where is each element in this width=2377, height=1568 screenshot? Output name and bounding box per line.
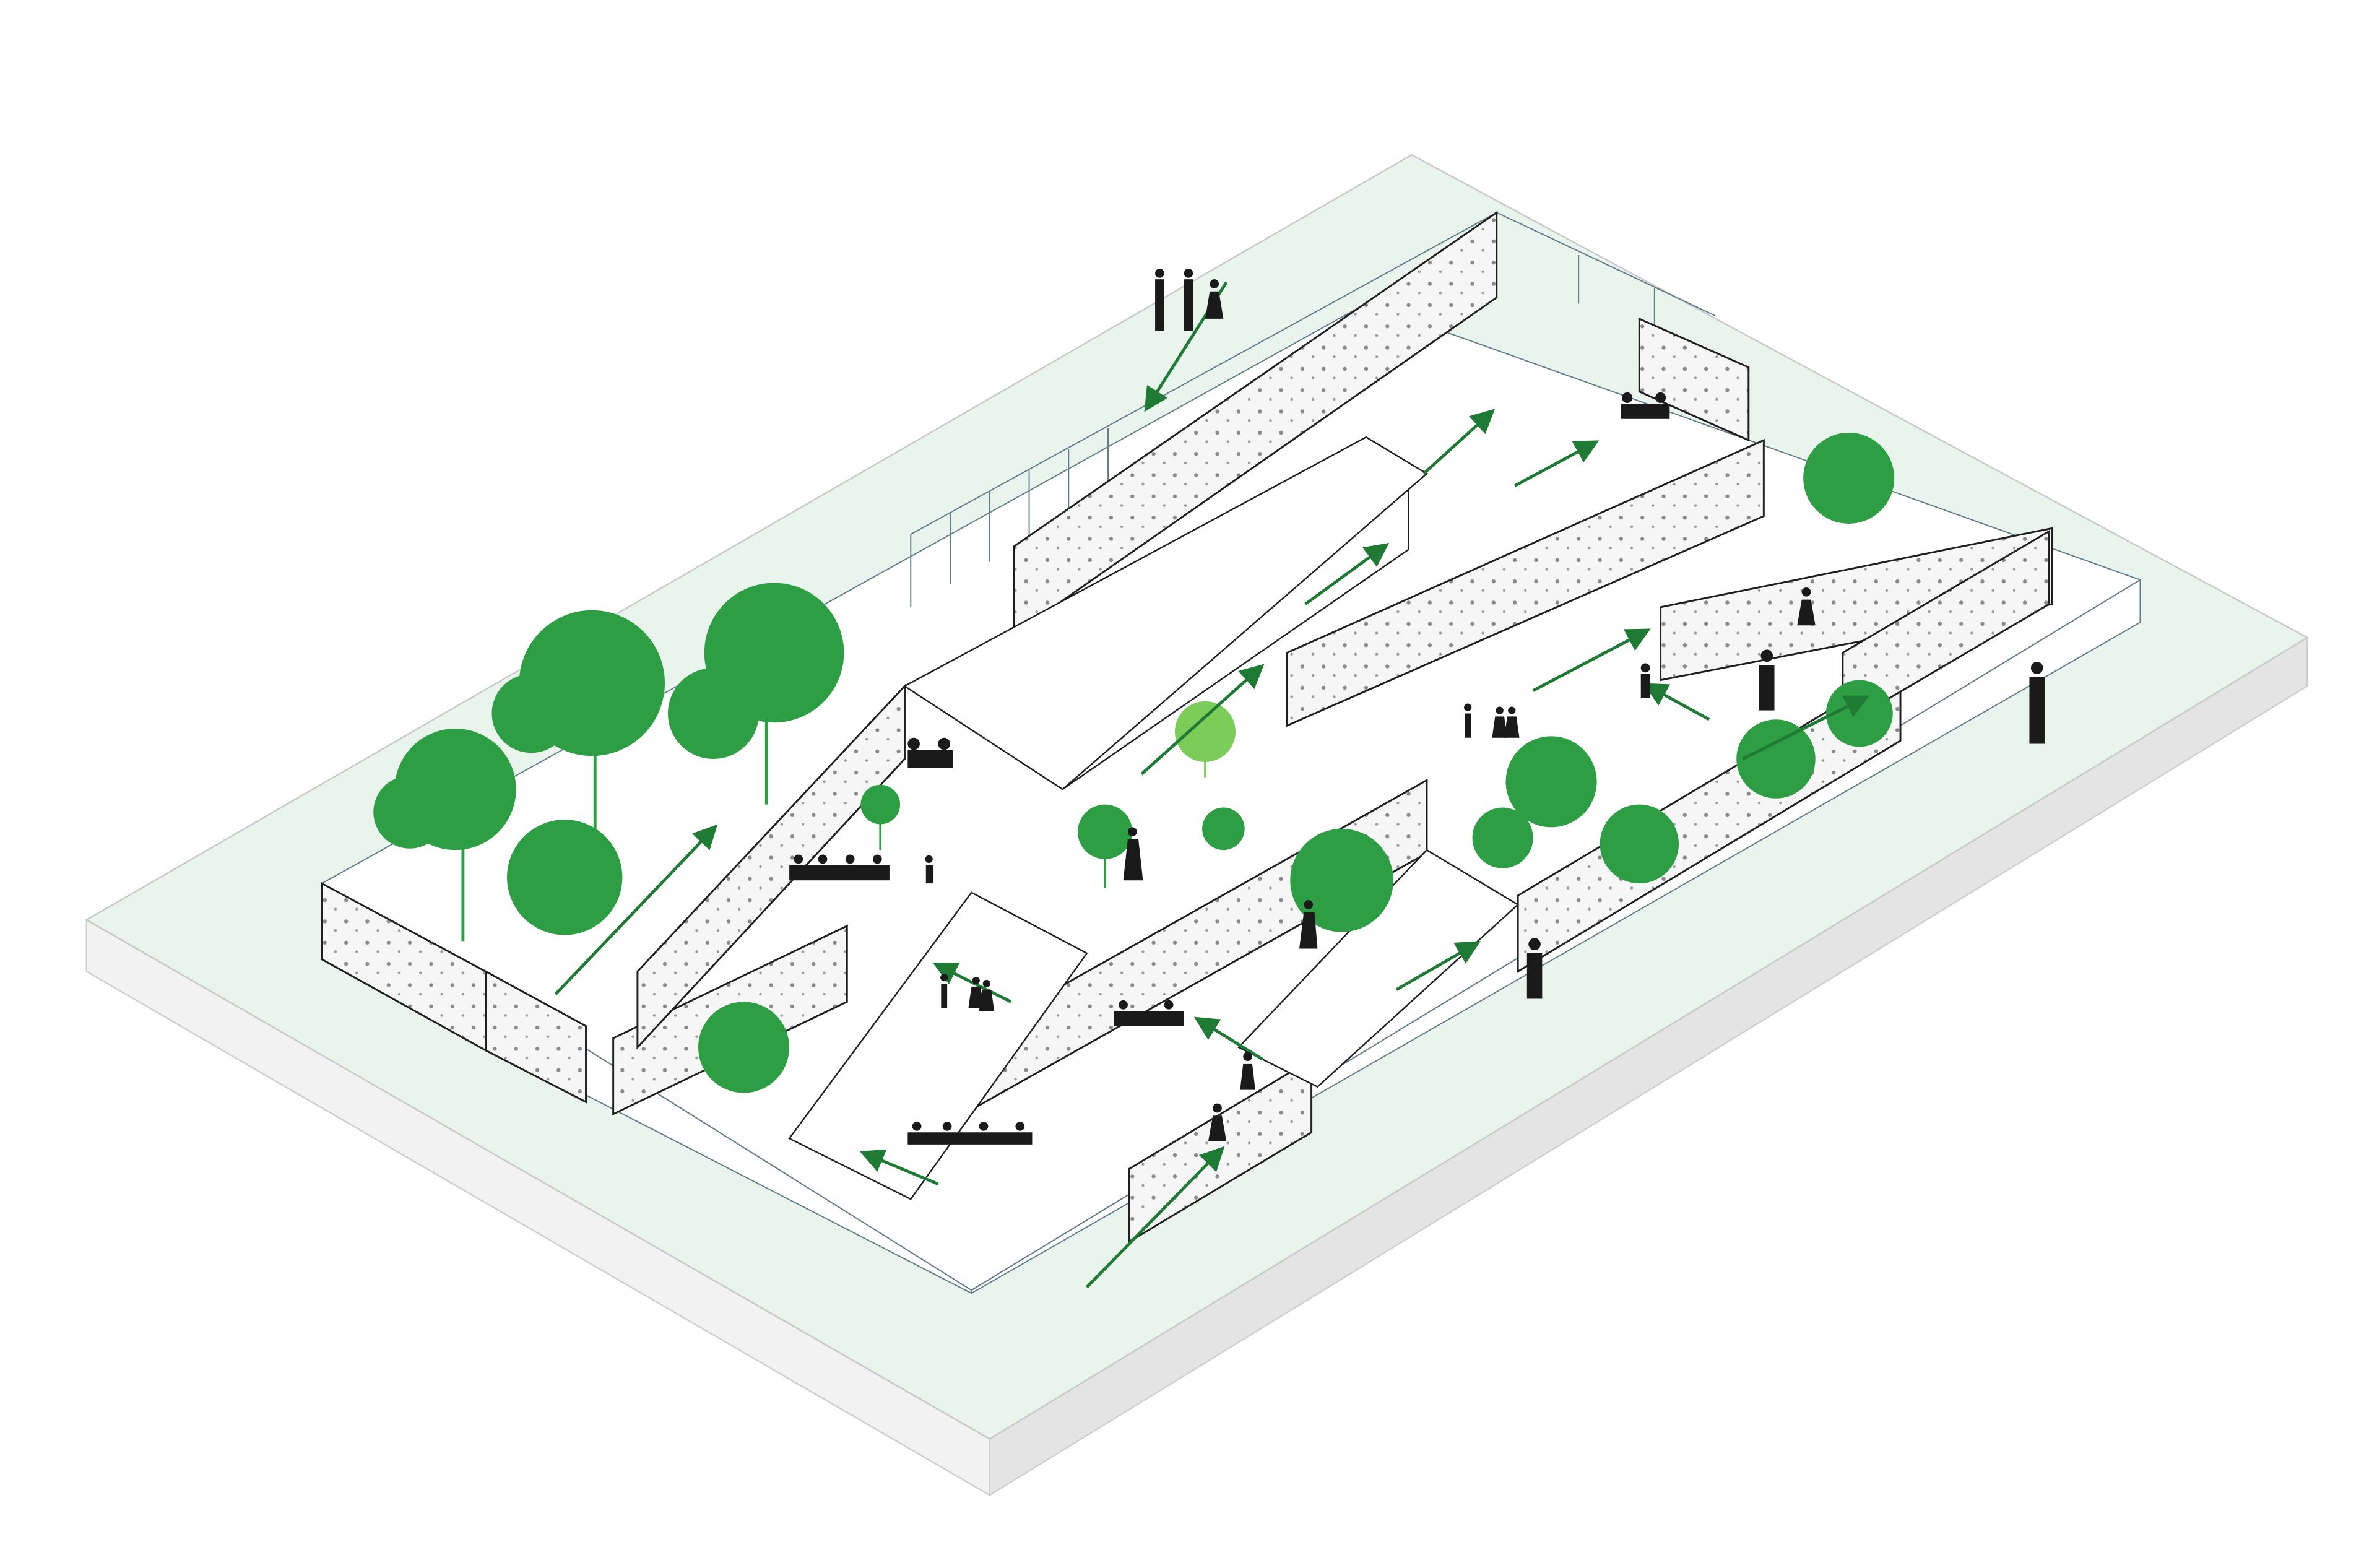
tree-icon (1736, 719, 1816, 799)
seating-group-icon (1621, 392, 1670, 419)
person-icon (1184, 269, 1193, 331)
tree-icon (1505, 736, 1597, 828)
ramp-lower (788, 891, 1088, 1200)
arrow-icon (1514, 440, 1600, 487)
person-icon (1208, 1103, 1227, 1141)
arrow-icon (1304, 542, 1390, 605)
wall-top-right (1638, 317, 1750, 442)
wall-front-left-2 (485, 969, 587, 1104)
tree-icon (1803, 432, 1895, 524)
person-icon (1155, 269, 1164, 331)
people-figures (789, 269, 2045, 1145)
arrow-icon (1395, 941, 1481, 991)
arrow-icon (1193, 1016, 1264, 1061)
wall-upper-right (1286, 438, 1765, 727)
person-icon (1504, 706, 1520, 738)
wall-right-upper (1660, 527, 2053, 682)
tree-icon (1174, 701, 1236, 778)
arrow-icon (554, 824, 718, 995)
person-icon (1492, 706, 1507, 738)
seating-group-icon (907, 1122, 1033, 1145)
arrow-icon (1532, 628, 1651, 692)
tree-icon (373, 728, 516, 942)
tree-icon (1600, 804, 1679, 884)
seating-group-icon (1114, 1000, 1184, 1026)
ramp-court-box (903, 436, 1429, 790)
tree-icon (491, 610, 665, 851)
wall-entrance-ramp (1013, 210, 1498, 636)
arrow-icon (1643, 683, 1710, 721)
circulation-arrows (554, 281, 1869, 1289)
person-icon (1526, 938, 1543, 999)
arrow-icon (1085, 1146, 1225, 1289)
arrow-icon (1741, 695, 1869, 761)
tree-icon (667, 583, 844, 805)
tree-icon (1472, 807, 1533, 868)
tree-icon (507, 820, 623, 935)
tree-icon (1202, 807, 1245, 851)
person-icon (1464, 703, 1472, 738)
arrow-icon (1140, 664, 1265, 776)
wall-ramp-left (636, 683, 906, 1050)
person-icon (1240, 1052, 1255, 1090)
person-icon (1123, 827, 1143, 881)
tree-icon (860, 784, 901, 851)
arrow-icon (859, 1149, 939, 1185)
ramps (788, 436, 1520, 1200)
person-icon (979, 979, 995, 1011)
tree-icon (698, 1002, 790, 1093)
seating-group-icon (907, 737, 953, 768)
tree-icon (1077, 804, 1133, 888)
trees (373, 432, 1895, 1093)
person-icon (1299, 900, 1318, 949)
seating-group-icon (789, 854, 890, 881)
person-icon (1205, 279, 1224, 319)
tree-icon (1290, 828, 1394, 932)
person-icon (925, 855, 934, 884)
person-icon (1797, 587, 1816, 626)
person-icon (940, 974, 948, 1008)
person-icon (2029, 662, 2045, 744)
person-icon (1640, 663, 1650, 698)
arrow-icon (1422, 409, 1496, 475)
person-icon (968, 976, 984, 1008)
concrete-walls (321, 210, 2053, 1244)
person-icon (1759, 649, 1775, 711)
